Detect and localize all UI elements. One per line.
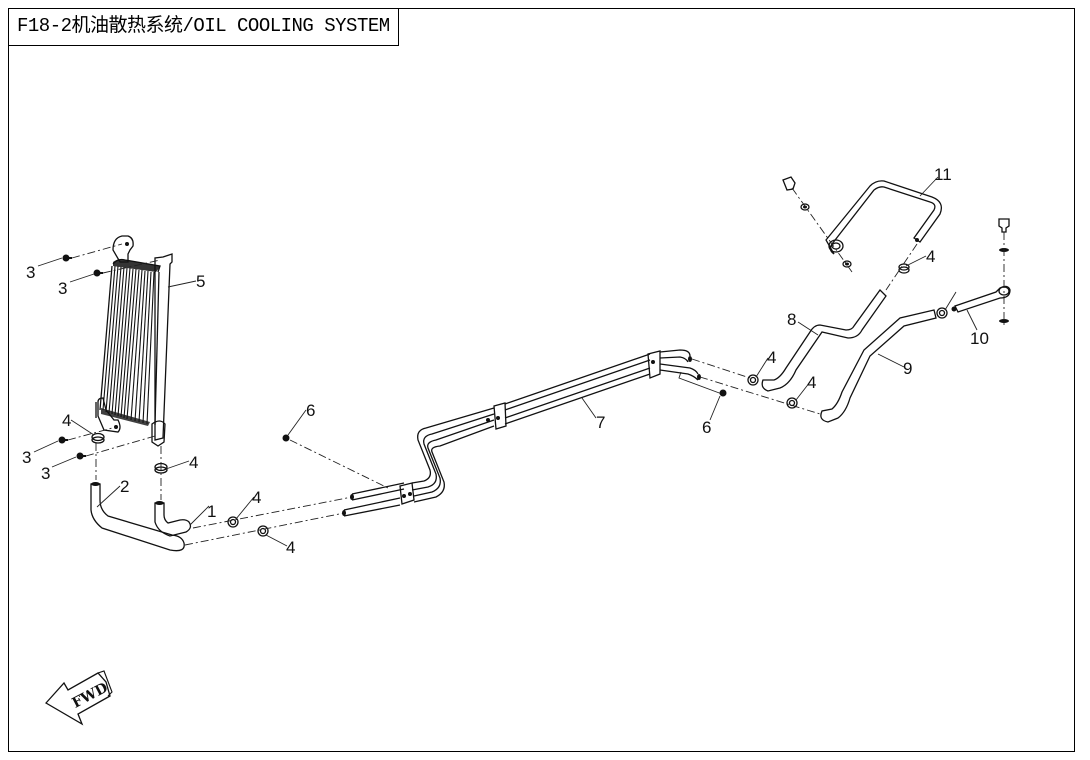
oil-pipe-10[interactable] — [951, 285, 1011, 313]
callout-3: 3 — [41, 464, 50, 483]
oil-cooler[interactable] — [95, 235, 173, 447]
bolt-6a[interactable] — [282, 434, 290, 442]
banjo-bolt-11[interactable] — [782, 176, 852, 268]
callout-4: 4 — [767, 348, 776, 367]
callout-1: 1 — [207, 502, 216, 521]
bolt-3a[interactable] — [62, 254, 73, 262]
oil-hose-8[interactable] — [761, 289, 887, 392]
bolt-3d[interactable] — [76, 452, 87, 460]
callout-4: 4 — [807, 373, 816, 392]
callout-4: 4 — [252, 488, 261, 507]
bolt-3b[interactable] — [93, 269, 104, 277]
forward-direction-arrow: FWD — [44, 670, 113, 726]
bolt-6b[interactable] — [719, 389, 727, 397]
hose-clamp-4g[interactable] — [936, 307, 948, 319]
callout-2: 2 — [120, 477, 129, 496]
drawing-frame — [8, 8, 1075, 752]
hose-clamp-4d[interactable] — [257, 525, 269, 537]
oil-hose-1[interactable] — [154, 501, 192, 537]
callout-4: 4 — [189, 453, 198, 472]
title-text: F18-2机油散热系统/OIL COOLING SYSTEM — [17, 15, 390, 37]
page-title: F18-2机油散热系统/OIL COOLING SYSTEM — [8, 8, 399, 46]
oil-hose-2[interactable] — [90, 482, 185, 552]
callout-9: 9 — [903, 359, 912, 378]
oil-pipe-assembly[interactable] — [342, 349, 723, 517]
hose-clamp-4f[interactable] — [786, 397, 798, 409]
callout-3: 3 — [58, 279, 67, 298]
callout-3: 3 — [22, 448, 31, 467]
hose-clamp-4a[interactable] — [91, 432, 105, 444]
callout-11: 11 — [934, 165, 952, 184]
hose-clamp-4e[interactable] — [747, 374, 759, 386]
callout-4: 4 — [286, 538, 295, 557]
callout-7: 7 — [596, 413, 605, 432]
callout-10: 10 — [970, 329, 989, 348]
callout-6: 6 — [702, 418, 711, 437]
callout-5: 5 — [196, 272, 205, 291]
callout-3: 3 — [26, 263, 35, 282]
callout-6: 6 — [306, 401, 315, 420]
hose-clamp-4c[interactable] — [227, 516, 239, 528]
callout-4: 4 — [926, 247, 935, 266]
callout-8: 8 — [787, 310, 796, 329]
callout-4: 4 — [62, 411, 71, 430]
oil-hose-9[interactable] — [820, 309, 937, 423]
leader-lines — [33, 176, 978, 547]
cooler-fins — [99, 258, 161, 426]
bolt-3c[interactable] — [58, 436, 69, 444]
